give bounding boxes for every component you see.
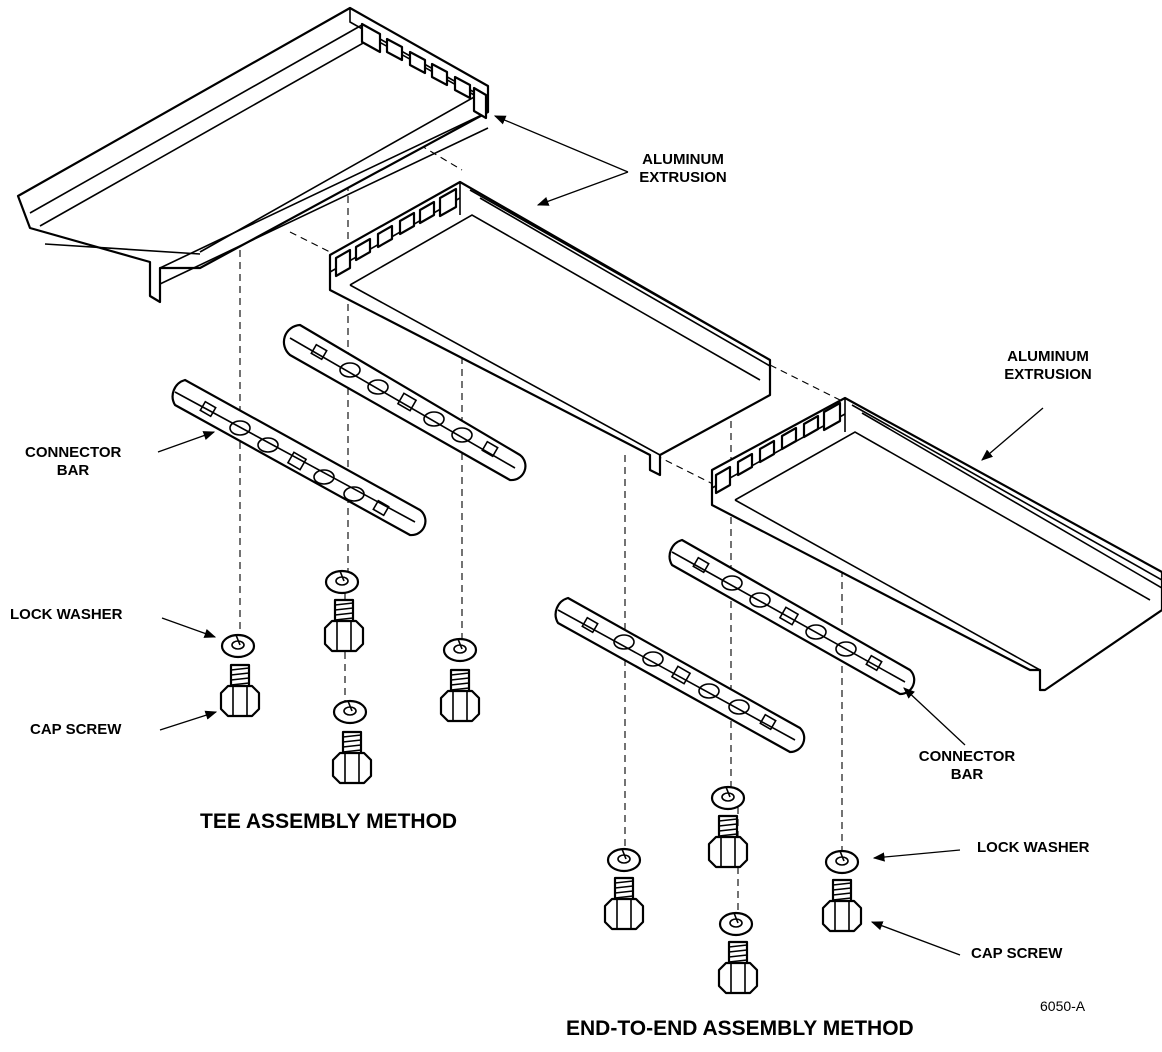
label-line: ALUMINUM bbox=[1007, 348, 1089, 365]
arrow-extrusion-top bbox=[493, 115, 629, 173]
arrow-lock-washer-left bbox=[161, 617, 217, 638]
title-tee-assembly: TEE ASSEMBLY METHOD bbox=[200, 810, 458, 833]
label-aluminum-extrusion-top: ALUMINUM EXTRUSION bbox=[620, 151, 746, 187]
lock-washer bbox=[718, 911, 754, 937]
connector-bar-2 bbox=[171, 378, 427, 537]
arrow-cap-screw-left bbox=[159, 710, 218, 731]
label-lock-washer-right: LOCK WASHER bbox=[977, 839, 1090, 856]
label-line: CONNECTOR bbox=[918, 748, 1016, 765]
lock-washer bbox=[824, 849, 860, 875]
label-line: EXTRUSION bbox=[639, 169, 727, 186]
lock-washer bbox=[220, 633, 256, 659]
lock-washer bbox=[710, 785, 746, 811]
connector-bar-1 bbox=[282, 323, 527, 482]
arrow-extrusion-middle bbox=[536, 171, 629, 206]
leader-arrows bbox=[157, 115, 1044, 956]
cap-screws bbox=[219, 598, 863, 995]
connector-bar-3 bbox=[668, 538, 916, 696]
label-line: BAR bbox=[56, 462, 90, 479]
label-aluminum-extrusion-right: ALUMINUM EXTRUSION bbox=[985, 348, 1111, 384]
label-connector-bar-right: CONNECTOR BAR bbox=[908, 748, 1026, 784]
label-line: ALUMINUM bbox=[642, 151, 724, 168]
lock-washer bbox=[606, 847, 642, 873]
label-lock-washer-left: LOCK WASHER bbox=[10, 606, 123, 623]
cap-screw bbox=[219, 663, 261, 718]
lock-washer bbox=[332, 699, 368, 725]
lock-washers bbox=[220, 569, 860, 937]
extrusion-right bbox=[710, 396, 1162, 692]
cap-screw bbox=[821, 878, 863, 933]
arrow-lock-washer-right bbox=[872, 849, 961, 862]
lock-washer bbox=[442, 637, 478, 663]
cap-screw bbox=[331, 730, 373, 785]
label-line: CONNECTOR bbox=[25, 444, 122, 461]
title-end-to-end-assembly: END-TO-END ASSEMBLY METHOD bbox=[566, 1017, 914, 1040]
arrow-connector-bar-right bbox=[903, 687, 966, 746]
extrusion-middle bbox=[328, 180, 772, 477]
cap-screw bbox=[717, 940, 759, 995]
label-line: EXTRUSION bbox=[1004, 366, 1092, 383]
extrusion-top-left bbox=[16, 6, 490, 304]
arrow-extrusion-right bbox=[981, 407, 1044, 461]
cap-screw bbox=[439, 668, 481, 723]
arrow-connector-bar-left bbox=[157, 431, 216, 453]
figure-number: 6050-A bbox=[1040, 998, 1086, 1014]
cap-screw bbox=[707, 814, 749, 869]
label-line: BAR bbox=[950, 766, 984, 783]
cap-screw bbox=[323, 598, 365, 653]
label-connector-bar-left: CONNECTOR BAR bbox=[25, 444, 121, 480]
cap-screw bbox=[603, 876, 645, 931]
label-cap-screw-right: CAP SCREW bbox=[971, 945, 1063, 962]
label-cap-screw-left: CAP SCREW bbox=[30, 721, 122, 738]
arrow-cap-screw-right bbox=[870, 921, 961, 956]
connector-bar-4 bbox=[554, 596, 806, 754]
lock-washer bbox=[324, 569, 360, 595]
